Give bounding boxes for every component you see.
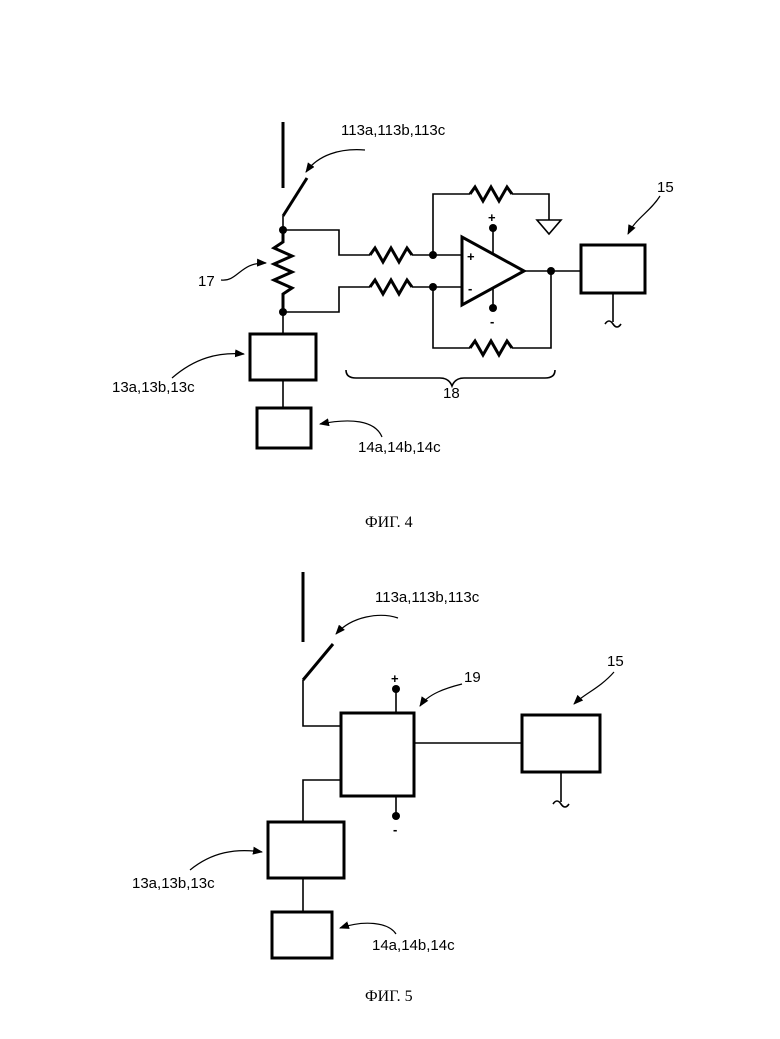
switch-label-pointer bbox=[336, 615, 398, 634]
output-label: 15 bbox=[657, 179, 674, 196]
output-box bbox=[522, 715, 600, 772]
wire bbox=[433, 194, 470, 255]
amplifier-label: 18 bbox=[443, 385, 460, 402]
supply-dot bbox=[392, 812, 400, 820]
module-label: 13a,13b,13c bbox=[112, 379, 195, 396]
sensor-box bbox=[257, 408, 311, 448]
switch-label-pointer bbox=[306, 150, 365, 172]
supply-dot bbox=[489, 304, 497, 312]
sensor-label: 14a,14b,14c bbox=[372, 937, 455, 954]
wire bbox=[512, 194, 549, 220]
module-label-pointer bbox=[190, 851, 262, 870]
plus-sign: + bbox=[391, 671, 399, 686]
wire bbox=[303, 780, 341, 822]
wire bbox=[303, 680, 341, 726]
converter-label-pointer bbox=[420, 684, 462, 706]
converter-label: 19 bbox=[464, 669, 481, 686]
converter-box bbox=[341, 713, 414, 796]
output-box bbox=[581, 245, 645, 293]
module-box bbox=[268, 822, 344, 878]
plus-sign: + bbox=[488, 210, 496, 225]
figure-5: 113a,113b,113c + - 19 13a,13b,13c 14a,14… bbox=[132, 572, 624, 1005]
output-label: 15 bbox=[607, 653, 624, 670]
figure-4: 113a,113b,113c 17 13a,13b,13c 14a,14b,14… bbox=[112, 122, 674, 531]
ground-symbol bbox=[537, 220, 561, 234]
amplifier-brace bbox=[346, 370, 555, 386]
reference-resistor bbox=[470, 187, 512, 201]
sensor-label-pointer bbox=[340, 923, 396, 934]
wire bbox=[283, 287, 370, 312]
module-label: 13a,13b,13c bbox=[132, 875, 215, 892]
sensor-label-pointer bbox=[320, 421, 382, 437]
figure-5-caption: ФИГ. 5 bbox=[365, 988, 413, 1005]
resistor-label: 17 bbox=[198, 273, 215, 290]
module-box bbox=[250, 334, 316, 380]
supply-dot bbox=[489, 224, 497, 232]
switch-label: 113a,113b,113c bbox=[375, 589, 480, 606]
switch-blade bbox=[283, 178, 307, 216]
resistor-label-pointer bbox=[221, 263, 266, 280]
output-label-pointer bbox=[628, 196, 660, 234]
minus-sign: - bbox=[393, 822, 397, 837]
sensor-label: 14a,14b,14c bbox=[358, 439, 441, 456]
input-resistor-bottom bbox=[370, 280, 412, 294]
switch-label: 113a,113b,113c bbox=[341, 122, 446, 139]
opamp-minus: - bbox=[468, 281, 472, 296]
wire bbox=[433, 287, 470, 348]
minus-sign: - bbox=[490, 314, 494, 329]
opamp-plus: + bbox=[467, 249, 475, 264]
input-resistor-top bbox=[370, 248, 412, 262]
feedback-resistor bbox=[470, 341, 512, 355]
wire bbox=[283, 230, 370, 255]
sensor-box bbox=[272, 912, 332, 958]
module-label-pointer bbox=[172, 354, 244, 378]
figure-4-caption: ФИГ. 4 bbox=[365, 514, 413, 531]
switch-blade bbox=[303, 644, 333, 680]
wire bbox=[512, 271, 551, 348]
shunt-resistor bbox=[274, 230, 292, 312]
supply-dot bbox=[392, 685, 400, 693]
output-label-pointer bbox=[574, 672, 614, 704]
